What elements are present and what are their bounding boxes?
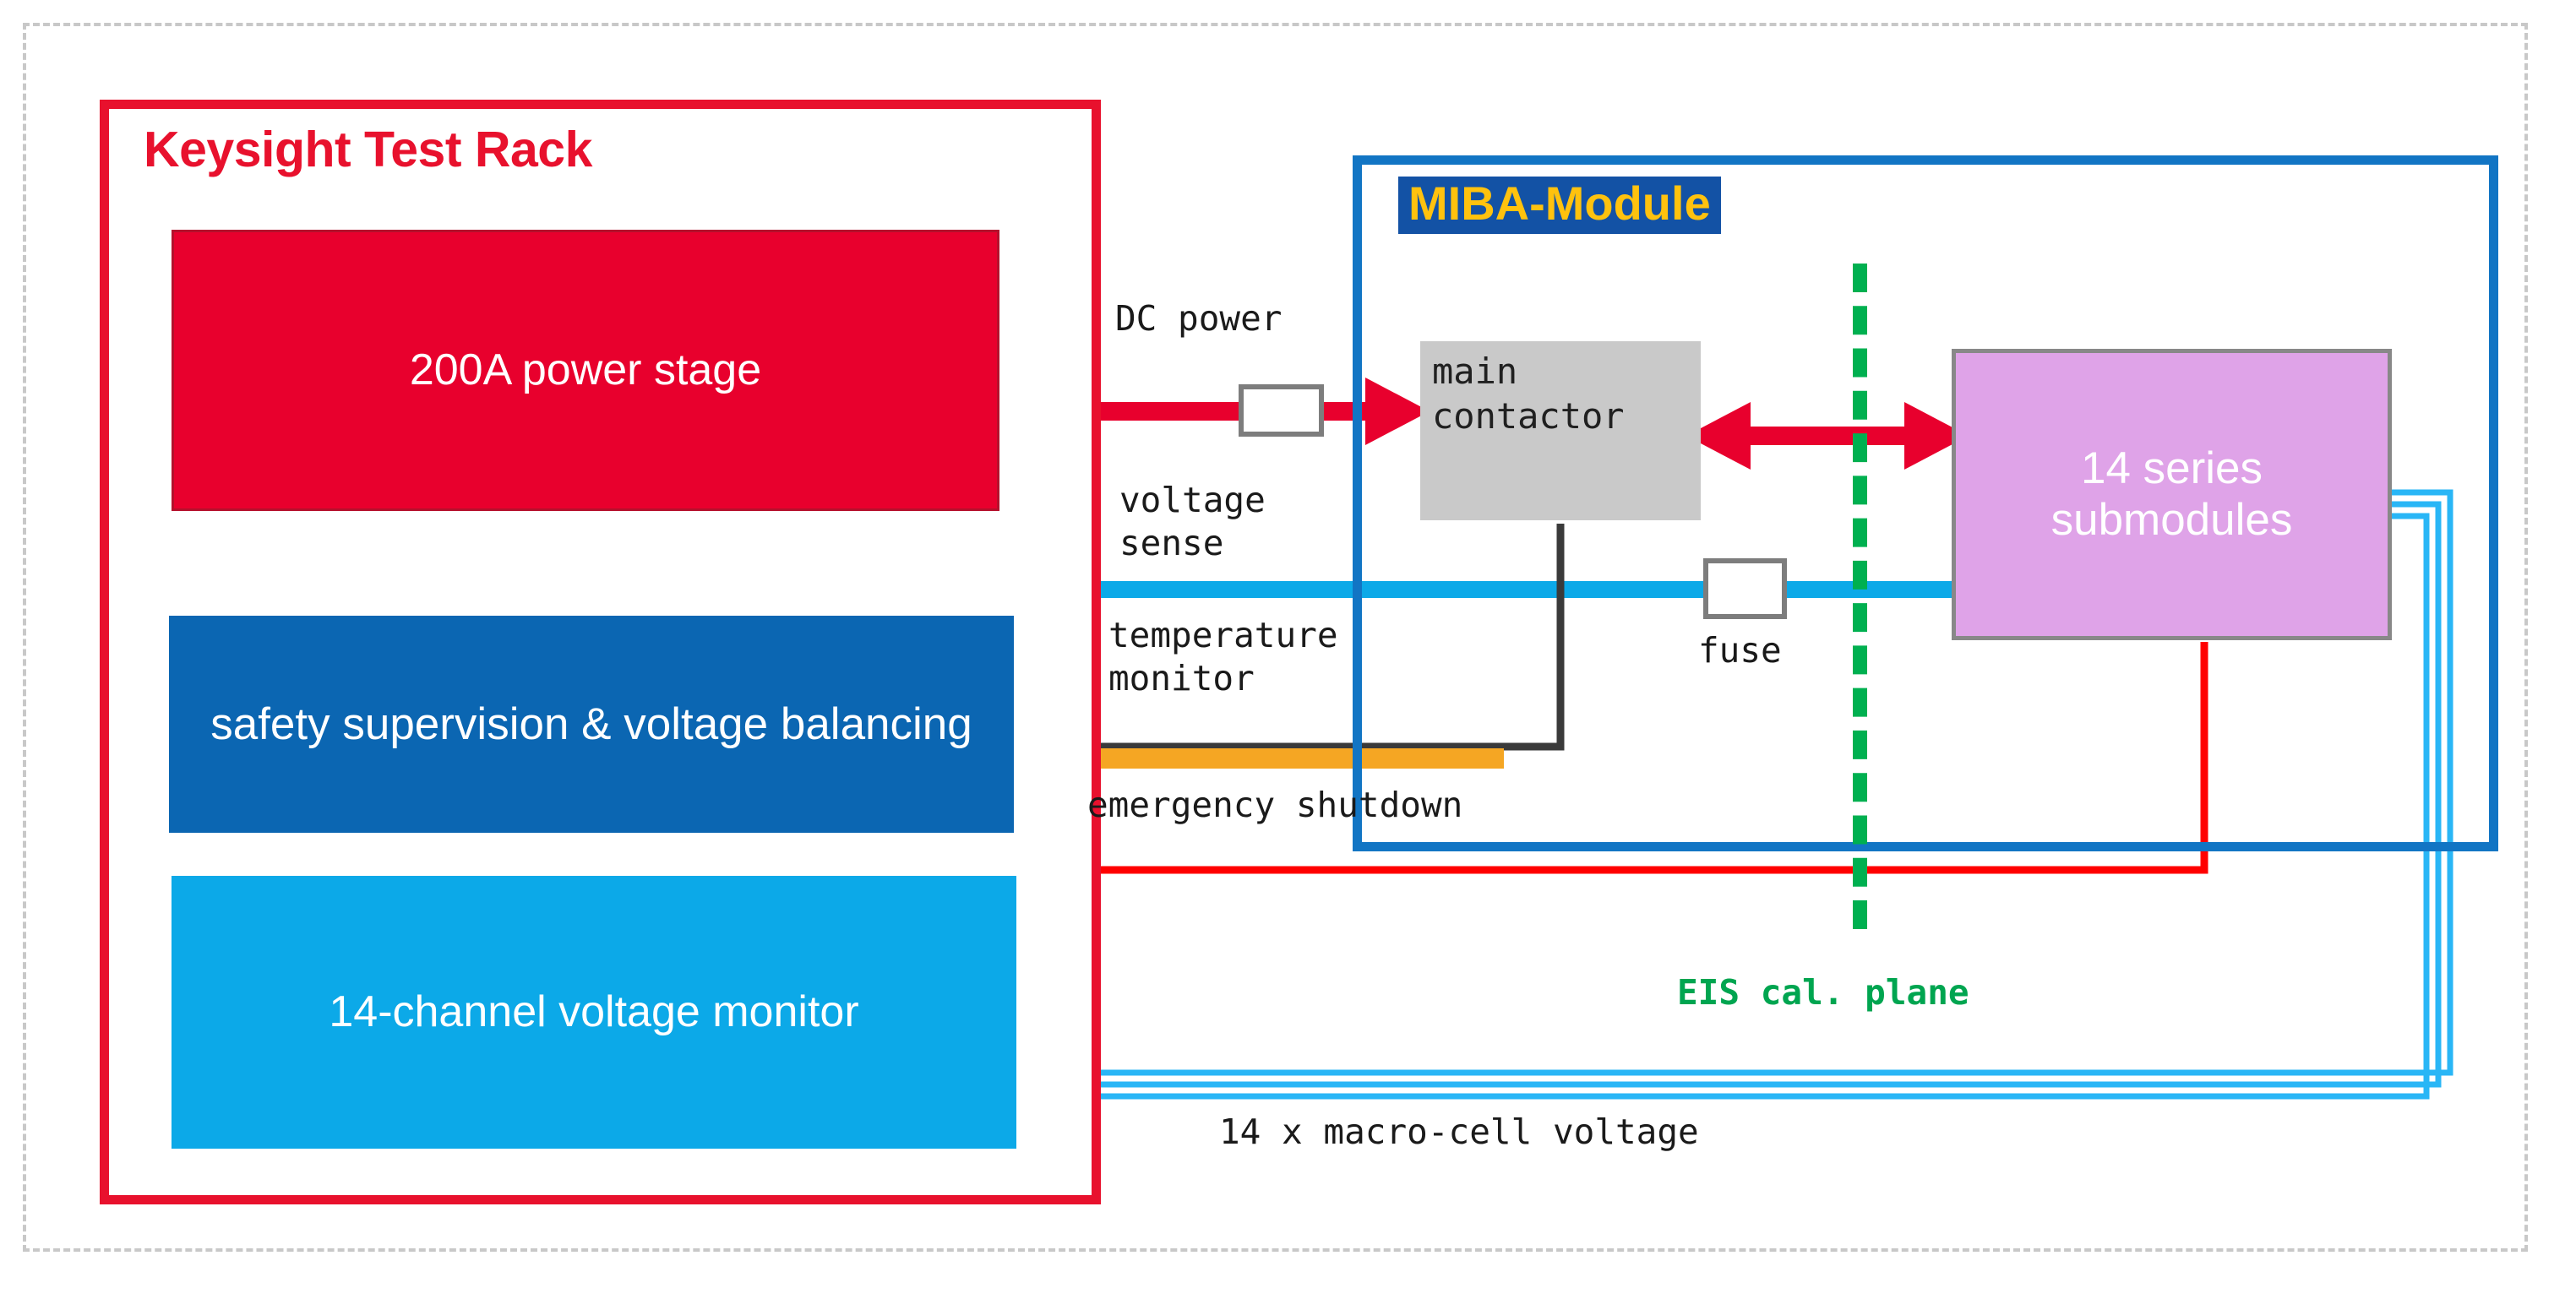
label-temperature-line2: monitor <box>1108 657 1255 698</box>
contactor-label-line1: main <box>1432 351 1518 392</box>
submodules-label-line2: submodules <box>2050 494 2293 545</box>
label-emergency-shutdown: emergency shutdown <box>1087 785 1463 825</box>
submodules-label-line1: 14 series <box>2080 443 2263 493</box>
miba-module-container <box>1353 155 2498 851</box>
label-eis-cal-plane: EIS cal. plane <box>1677 972 1969 1013</box>
block-safety-supervision: safety supervision & voltage balancing <box>169 616 1014 833</box>
label-temperature-line1: temperature <box>1108 615 1338 655</box>
miba-module-title: MIBA-Module <box>1398 177 1721 234</box>
eis-cal-plane-line <box>1853 264 1867 929</box>
fuse-icon <box>1703 558 1787 619</box>
block-voltage-monitor: 14-channel voltage monitor <box>172 876 1016 1149</box>
block-200a-power-stage: 200A power stage <box>172 230 999 511</box>
label-fuse: fuse <box>1698 630 1782 671</box>
slide-frame <box>23 23 2528 1252</box>
label-voltage-sense-line1: voltage <box>1119 480 1266 520</box>
dc-connector-icon <box>1239 384 1324 437</box>
label-dc-power: DC power <box>1115 298 1283 339</box>
label-voltage-sense-line2: sense <box>1119 522 1224 563</box>
label-macro-cell-voltage: 14 x macro-cell voltage <box>1219 1111 1699 1152</box>
rack-title: Keysight Test Rack <box>144 122 592 177</box>
contactor-label-line2: contactor <box>1432 394 1625 437</box>
